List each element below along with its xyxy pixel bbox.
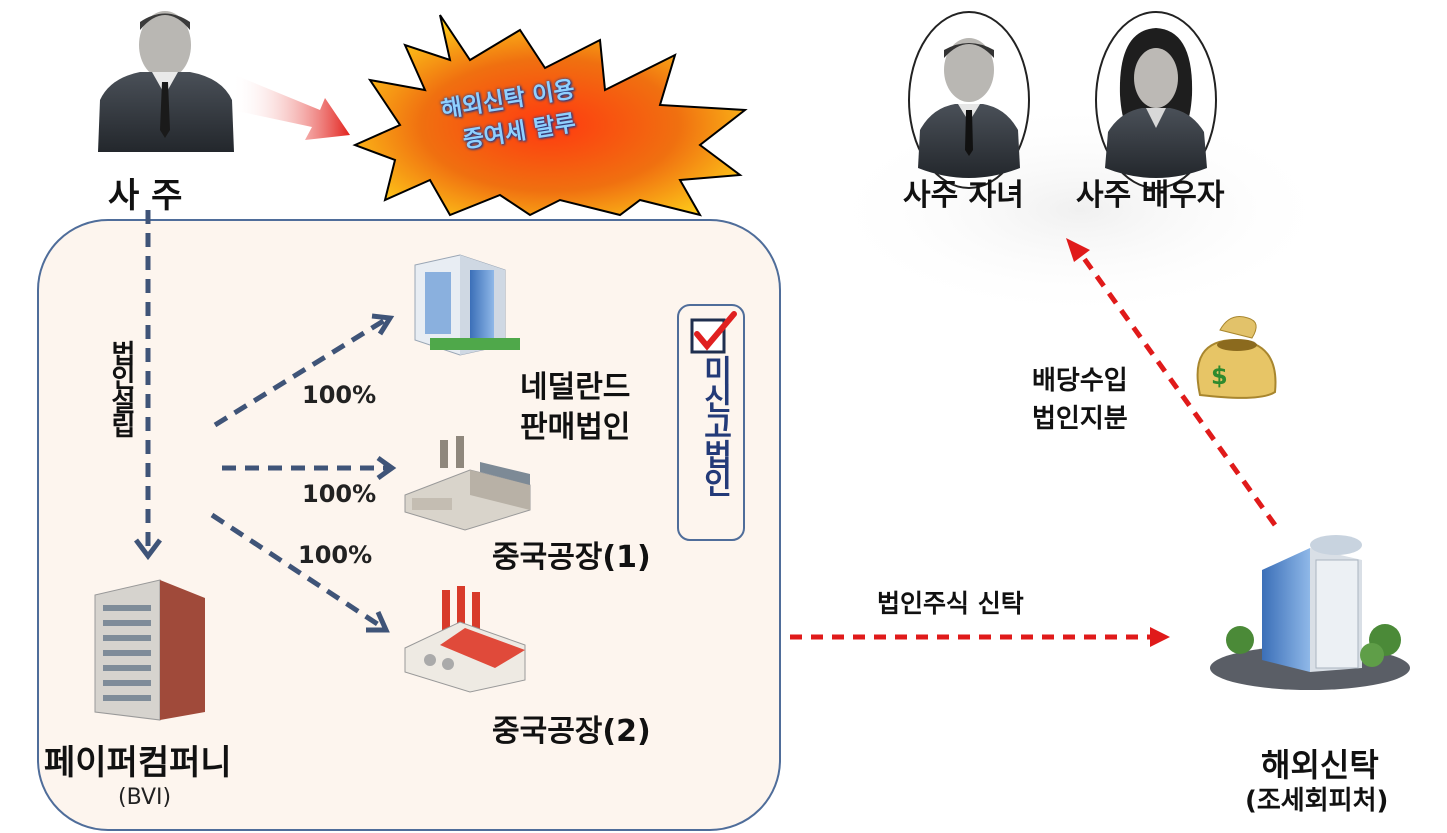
unreported-badge-frame <box>677 304 745 541</box>
dividend-arrow-line <box>1075 248 1278 527</box>
netherlands-name-line2: 판매법인 <box>520 410 631 445</box>
children-label: 사주 자녀 <box>903 178 1024 213</box>
checkbox-icon <box>690 311 737 354</box>
netherlands-office-icon <box>414 254 520 356</box>
trust-flow-label: 법인주식 신탁 <box>877 589 1024 618</box>
owner-label: 사 주 <box>108 176 183 216</box>
dividend-arrow-head <box>1066 238 1090 262</box>
owner-to-burst-arrow <box>232 75 350 140</box>
son-portrait-icon <box>908 11 1030 189</box>
netherlands-name-line1: 네덜란드 <box>520 370 631 405</box>
china-factory-1-icon <box>404 436 531 531</box>
paper-company-name: 페이퍼컴퍼니 <box>44 743 232 783</box>
branch-arrow-3 <box>210 512 384 630</box>
setup-arrow-head <box>134 538 162 561</box>
burst-shape <box>352 14 748 217</box>
branch-arrow-2-head <box>376 455 397 481</box>
share-label-2: 100% <box>302 480 377 508</box>
setup-label: 법인설립 <box>106 340 136 436</box>
share-label-1: 100% <box>302 381 377 409</box>
paper-company-building-icon <box>94 579 205 721</box>
unreported-label: 미신고법인 <box>697 355 732 495</box>
china-factory-1-name: 중국공장(1) <box>492 540 651 575</box>
overseas-trust-sub: (조세회피처) <box>1245 786 1389 816</box>
branch-arrow-1-head <box>371 313 395 336</box>
svg-text:$: $ <box>1211 362 1228 390</box>
branch-arrow-1 <box>213 317 387 428</box>
dividend-line-2: 법인지분 <box>1032 404 1128 434</box>
overseas-trust-building-icon <box>1210 535 1410 690</box>
spouse-label: 사주 배우자 <box>1076 178 1225 213</box>
money-bag-icon: $ <box>1196 316 1277 399</box>
china-factory-2-icon <box>404 586 526 693</box>
dividend-line-1: 배당수입 <box>1032 366 1128 396</box>
trust-arrow-head <box>1150 627 1170 647</box>
share-label-3: 100% <box>298 541 373 569</box>
spouse-portrait-icon <box>1095 11 1217 189</box>
overseas-trust-name: 해외신탁 <box>1261 746 1379 784</box>
group-box <box>37 219 781 831</box>
branch-arrow-3-head <box>366 610 390 633</box>
china-factory-2-name: 중국공장(2) <box>492 714 651 749</box>
owner-figure-icon <box>98 11 234 152</box>
paper-company-sub: (BVI) <box>118 785 172 810</box>
